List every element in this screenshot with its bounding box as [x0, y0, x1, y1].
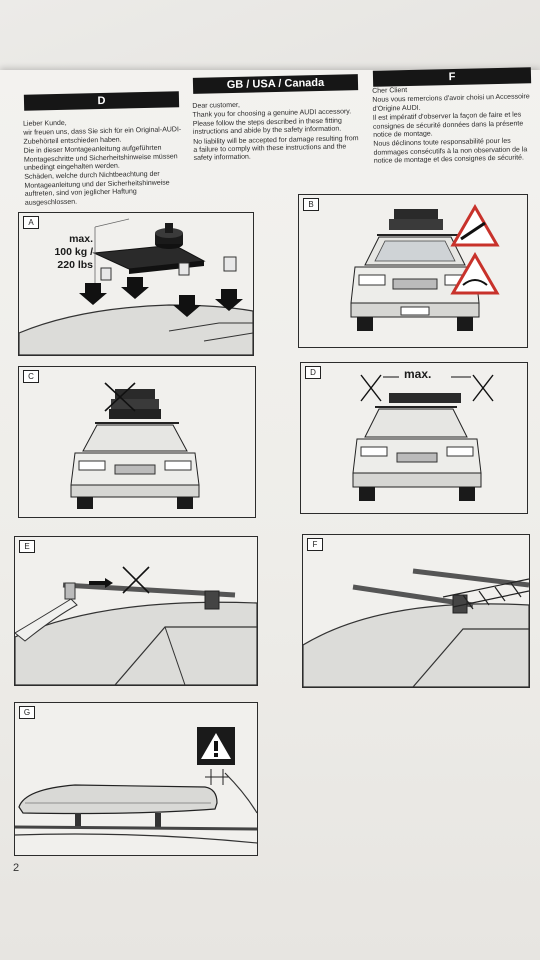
text-fr-paragraph: Il est impératif d'observer la façon de … — [372, 111, 524, 139]
figure-panel-d: D max. — [300, 362, 528, 514]
overloaded-roof-illustration — [70, 382, 200, 509]
figure-panel-e: E — [14, 536, 258, 686]
panel-letter-g: G — [19, 706, 35, 719]
max-width-label: max. — [404, 367, 432, 381]
text-column-en: Dear customer, Thank you for choosing a … — [192, 99, 359, 165]
max-width-load-illustration — [352, 374, 494, 501]
figure-panel-g: G — [14, 702, 258, 856]
max-load-line-1: max. — [69, 233, 93, 245]
figure-panel-a: A max. 100 kg / 220 lbs — [18, 212, 254, 356]
panel-letter-e: E — [19, 540, 35, 553]
car-front-with-warnings — [350, 204, 500, 331]
panel-letter-b: B — [303, 198, 319, 211]
text-fr-paragraph: Nous déclinons toute responsabilité pour… — [373, 138, 528, 166]
figure-panel-b: B — [298, 194, 528, 348]
panel-letter-f: F — [307, 538, 323, 551]
figure-panel-f: F — [302, 534, 530, 688]
max-load-label: max. 100 kg / 220 lbs — [39, 233, 93, 272]
text-column-de: Lieber Kunde, wir freuen uns, dass Sie s… — [23, 117, 183, 209]
roof-load-illustration — [19, 218, 253, 355]
max-load-line-2: 100 kg / — [54, 246, 93, 258]
panel-letter-d: D — [305, 366, 321, 379]
crossbar-with-attachment-illustration — [303, 568, 529, 687]
figure-panel-c: C — [18, 366, 256, 518]
roof-box-clearance-illustration — [15, 727, 257, 844]
text-en-paragraph: No liability will be accepted for damage… — [193, 134, 359, 163]
crossbar-mounting-illustration — [15, 566, 257, 685]
text-en-paragraph: Thank you for choosing a genuine AUDI ac… — [192, 108, 352, 137]
page-number: 2 — [13, 862, 20, 874]
text-de-paragraph: Die in dieser Montageanleitung aufgeführ… — [23, 144, 178, 172]
text-de-paragraph: Schäden, welche durch Nichtbeachtung der… — [24, 171, 170, 207]
text-column-fr: Cher Client Nous vous remercions d'avoir… — [372, 84, 534, 167]
panel-letter-c: C — [23, 370, 39, 383]
panel-letter-a: A — [23, 216, 39, 229]
max-load-line-3: 220 lbs — [57, 259, 93, 271]
